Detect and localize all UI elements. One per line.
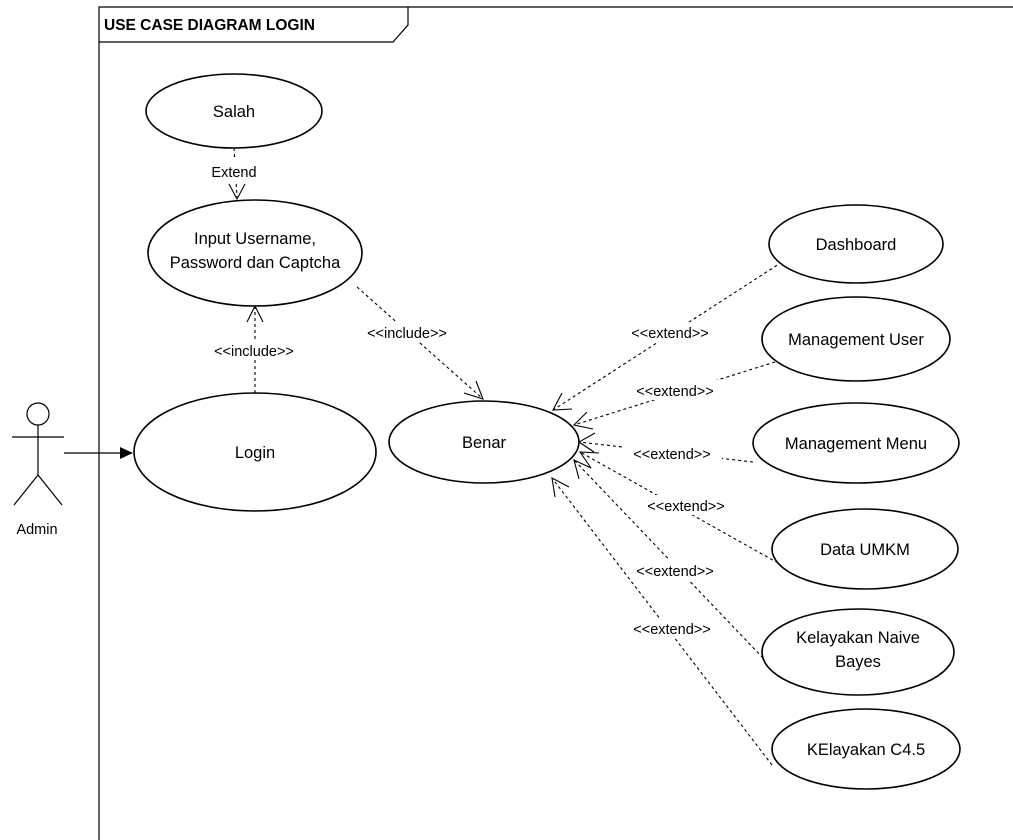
association-arrowhead: [120, 447, 133, 459]
use-case-salah-label: Salah: [213, 103, 255, 121]
association-admin-login: [64, 447, 133, 459]
use-case-kelayakan-naive-bayes: Kelayakan Naive Bayes: [761, 608, 955, 696]
use-case-dashboard-label: Dashboard: [816, 236, 897, 254]
label-bg-extend-kelayakan-c45: [622, 618, 722, 638]
arrowhead-extend-dashboard: [552, 392, 573, 411]
label-extend-management-user: <<extend>>: [636, 384, 713, 400]
label-bg-extend-management-menu: [622, 444, 722, 464]
use-cases: Salah Input Username, Password dan Captc…: [133, 73, 961, 790]
label-bg-extend-kelayakan-nb: [625, 560, 725, 580]
frame-border: [98, 6, 1013, 840]
edge-extend-management-menu: [578, 441, 754, 463]
use-case-kelayakan-c45: KElayakan C4.5: [771, 708, 961, 790]
use-case-benar-label: Benar: [462, 434, 507, 452]
use-case-kelayakan-nb-label-line2: Bayes: [835, 653, 881, 671]
frame-title-tab: [99, 7, 409, 43]
use-case-login-label: Login: [235, 444, 275, 462]
use-case-management-menu-label: Management Menu: [785, 435, 927, 453]
edge-extend-management-user: [573, 361, 776, 426]
actor-right-leg: [37, 474, 63, 506]
label-extend-kelayakan-c45: <<extend>>: [633, 622, 710, 638]
relationships: Extend <<include>> <<include>> <<extend>…: [203, 147, 783, 766]
use-case-salah: Salah: [145, 73, 323, 149]
use-case-login: Login: [133, 392, 377, 512]
arrowhead-extend-kelayakan-nb: [573, 459, 592, 480]
actor-label: Admin: [16, 522, 57, 538]
label-bg-extend-data-umkm: [636, 495, 736, 515]
arrowhead-include-benar: [463, 380, 484, 400]
use-case-management-menu: Management Menu: [752, 402, 960, 484]
use-case-dashboard: Dashboard: [768, 204, 944, 284]
use-case-data-umkm-label: Data UMKM: [820, 541, 910, 559]
label-bg-include-benar: [354, 322, 460, 342]
label-bg-extend-dashboard: [620, 322, 720, 342]
use-case-input-credentials: Input Username, Password dan Captcha: [147, 199, 363, 307]
use-case-data-umkm: Data UMKM: [771, 508, 959, 590]
arrowhead-extend-management-menu: [577, 432, 596, 453]
use-case-kelayakan-nb-label-line1: Kelayakan Naive: [796, 629, 920, 647]
use-case-kelayakan-c45-label: KElayakan C4.5: [807, 741, 925, 759]
actor-head: [26, 402, 50, 426]
label-extend-dashboard: <<extend>>: [631, 326, 708, 342]
label-bg-extend-management-user: [625, 380, 725, 400]
label-bg-include-login: [203, 340, 305, 360]
use-case-input-label-line1: Input Username,: [194, 230, 316, 248]
arrowhead-extend-management-user: [572, 411, 594, 430]
edge-include-benar: [356, 286, 484, 400]
label-extend-data-umkm: <<extend>>: [647, 499, 724, 515]
use-case-benar: Benar: [388, 400, 580, 484]
actor-admin: Admin: [12, 402, 64, 538]
actor-left-leg: [13, 474, 39, 506]
label-extend-salah: Extend: [211, 165, 256, 181]
label-extend-management-menu: <<extend>>: [633, 447, 710, 463]
label-extend-kelayakan-nb: <<extend>>: [636, 564, 713, 580]
use-case-management-user: Management User: [761, 296, 951, 382]
label-bg-extend-salah: [203, 160, 265, 182]
label-include-benar: <<include>>: [367, 326, 447, 342]
arrowhead-extend-kelayakan-c45: [551, 476, 570, 498]
use-case-input-label-line2: Password dan Captcha: [170, 254, 341, 272]
edge-extend-kelayakan-nb: [573, 459, 764, 659]
frame-title: USE CASE DIAGRAM LOGIN: [104, 17, 315, 34]
use-case-management-user-label: Management User: [788, 331, 924, 349]
diagram-frame: USE CASE DIAGRAM LOGIN: [98, 6, 1013, 840]
arrowhead-extend-data-umkm: [578, 451, 600, 469]
arrowhead-extend-salah: [228, 183, 246, 201]
label-include-login: <<include>>: [214, 344, 294, 360]
edge-extend-data-umkm: [579, 451, 779, 564]
